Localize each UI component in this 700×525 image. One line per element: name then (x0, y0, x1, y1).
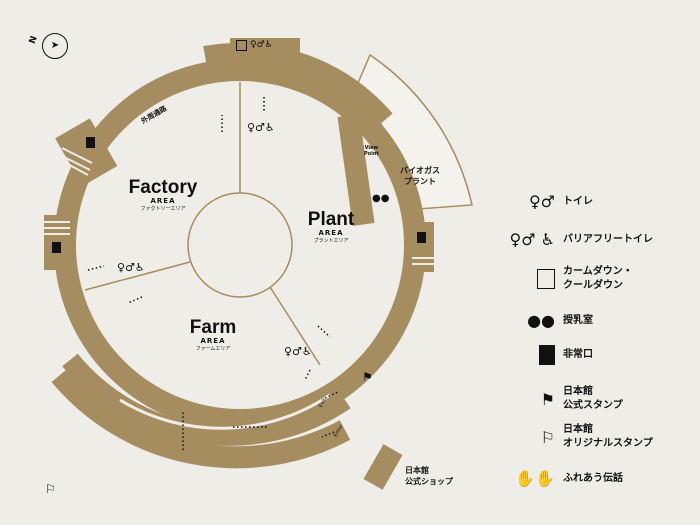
emergency-exit-icon (417, 232, 426, 243)
area-jp: ファームエリア (195, 346, 231, 352)
official-stamp-icon[interactable]: ⚑ (362, 370, 373, 384)
legend-item-touch-telepathy: ✋✋ ふれあう伝話 (495, 469, 623, 488)
area-name: Plant (307, 209, 355, 230)
calm-down-room-icon (495, 269, 563, 289)
legend-item-restroom: ♀♂ トイレ (495, 192, 593, 211)
area-sub: AREA (318, 229, 344, 237)
farm-area-label: Farm AREA ファームエリア (180, 318, 246, 353)
emergency-exit-icon (86, 137, 95, 148)
legend-label: ふれあう伝話 (563, 472, 623, 484)
legend-label: カームダウン・クールダウン (563, 265, 633, 293)
plant-area-label: Plant AREA プラントエリア (295, 210, 367, 245)
area-name: Factory (128, 177, 198, 198)
official-shop-label[interactable]: 日本館 公式ショップ (405, 465, 453, 487)
legend-label: トイレ (563, 195, 593, 207)
restroom-icon: ♀♂ (528, 192, 555, 211)
touch-telepathy-icon: ✋✋ (515, 469, 555, 488)
restroom-icon: ♀♂♿ (247, 121, 275, 134)
emergency-exit-icon (495, 345, 563, 365)
label-line: 日本館 (563, 386, 593, 397)
area-sub: AREA (200, 337, 226, 345)
legend-label: 日本館公式スタンプ (563, 385, 623, 413)
label-line: View (364, 145, 379, 151)
area-name: Farm (189, 317, 237, 338)
legend-label: 日本館オリジナルスタンプ (563, 423, 653, 451)
stairs-left (44, 147, 434, 265)
calm-down-room-icon (236, 40, 247, 51)
original-stamp-icon[interactable]: ⚐ (45, 482, 56, 496)
label-line: オリジナルスタンプ (563, 438, 653, 449)
legend-label: バリアフリートイレ (563, 233, 653, 245)
biogas-plant-label: バイオガス プラント (400, 165, 440, 187)
original-stamp-icon: ⚐ (540, 427, 555, 447)
label-line: バイオガス (400, 166, 440, 175)
area-sub: AREA (150, 197, 176, 205)
label-line: プラント (404, 177, 436, 186)
label-line: 日本館 (405, 466, 429, 475)
legend-item-original-stamp: ⚐ 日本館オリジナルスタンプ (495, 423, 653, 451)
legend-item-official-stamp: ⚑ 日本館公式スタンプ (495, 385, 623, 413)
touch-telepathy-icon[interactable]: ●● (372, 193, 390, 204)
legend-item-accessible-restroom: ♀♂ ♿ バリアフリートイレ (495, 230, 654, 249)
factory-area-label: Factory AREA ファクトリーエリア (118, 178, 208, 213)
emergency-exit-icon (52, 242, 61, 253)
area-jp: プラントエリア (313, 238, 349, 244)
view-point-label[interactable]: View Point (364, 145, 379, 157)
legend-label: 非常口 (563, 349, 593, 360)
nursing-room-icon: ●● (527, 311, 555, 330)
lower-band-1 (62, 353, 351, 446)
restroom-icon: ♀♂♿ (250, 40, 273, 50)
compass-arrow-icon: ➤ (42, 33, 68, 59)
label-line: クールダウン (563, 280, 623, 291)
legend-item-calm-down: カームダウン・クールダウン (495, 265, 633, 293)
label-line: Point (364, 151, 379, 157)
area-jp: ファクトリーエリア (140, 206, 186, 212)
official-shop-building[interactable] (363, 444, 403, 490)
restroom-icon: ♀♂♿ (284, 345, 312, 358)
label-line: 公式スタンプ (563, 400, 623, 411)
restroom-icon: ♀♂♿ (117, 261, 145, 274)
lower-band-2 (51, 367, 351, 469)
official-stamp-icon: ⚑ (540, 389, 555, 409)
legend-item-nursing: ●● 授乳室 (495, 311, 593, 330)
legend-label: 授乳室 (563, 314, 593, 326)
label-line: 日本館 (563, 424, 593, 435)
label-line: カームダウン・ (563, 266, 633, 277)
legend-item-emergency-exit: 非常口 (495, 345, 593, 365)
label-line: 公式ショップ (405, 477, 453, 486)
accessible-restroom-icon: ♀♂ ♿ (509, 230, 556, 249)
